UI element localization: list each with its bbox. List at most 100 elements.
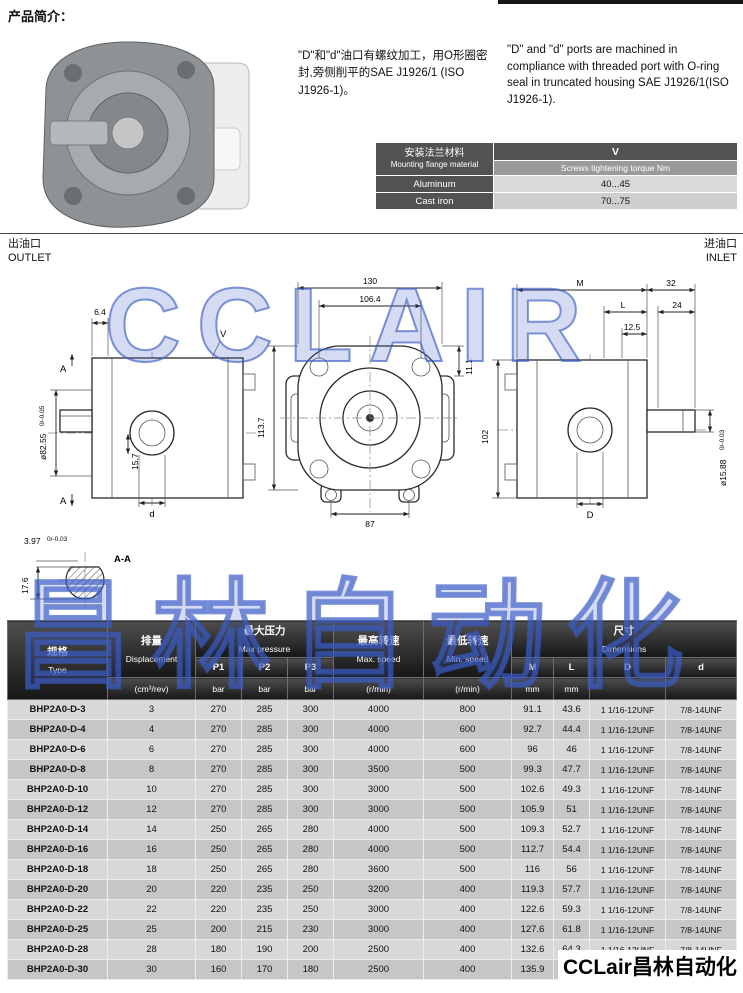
dim-130-label: 130 [363, 276, 377, 286]
shaft-section-hatched [65, 566, 105, 600]
table-cell: 300 [287, 799, 334, 820]
table-cell: 1 1/16-12UNF [589, 699, 666, 720]
dim-m-label: M [576, 278, 583, 288]
table-cell: 3000 [333, 919, 424, 940]
table-cell: 280 [287, 819, 334, 840]
dim-6-4-label: 6.4 [94, 307, 106, 317]
intro-text-cn: "D"和"d"油口有螺纹加工，用O形圈密封,旁侧削平的SAE J1926/1 (… [298, 50, 488, 97]
pump-shaft [49, 120, 109, 146]
table-cell: 160 [195, 959, 242, 980]
table-cell: 105.9 [511, 799, 554, 820]
dim-l-label: L [621, 300, 626, 310]
table-cell: BHP2A0-D-8 [7, 759, 108, 780]
table-cell: 500 [423, 759, 512, 780]
pump-photo [42, 41, 250, 228]
table-cell: 2500 [333, 939, 424, 960]
table-cell: 46 [553, 739, 590, 760]
table-cell: 250 [195, 819, 242, 840]
table-cell: 250 [195, 859, 242, 880]
dim-d-small-label: d [149, 509, 154, 520]
table-cell: 1 1/16-12UNF [589, 719, 666, 740]
table-cell: 235 [241, 899, 288, 920]
col-min-speed: 最低转速 Min. speed [423, 620, 512, 678]
table-cell: 170 [241, 959, 288, 980]
table-cell: 1 1/16-12UNF [589, 839, 666, 860]
table-cell: BHP2A0-D-3 [7, 699, 108, 720]
table-cell: 8 [107, 759, 196, 780]
col-l: L [553, 657, 590, 678]
table-cell: 7/8-14UNF [664, 919, 738, 940]
table-cell: 61.8 [553, 919, 590, 940]
table-cell: 122.6 [511, 899, 554, 920]
table-cell: 4 [107, 719, 196, 740]
table-cell: BHP2A0-D-4 [7, 719, 108, 740]
col-dimensions: 尺寸 Dimensions [510, 620, 738, 658]
flange-torque-label: Screws tightening torque Nm [493, 160, 738, 176]
unit-displacement: (cm³/rev) [107, 677, 196, 700]
col-dimensions-en: Dimensions [601, 644, 647, 654]
dia-15-88-label: ø15.88 [718, 459, 728, 486]
inlet-label-cn: 进油口 [704, 238, 737, 250]
right-view-drawing: M 32 L 24 12.5 102 ø15.8 [480, 278, 728, 521]
table-cell: BHP2A0-D-18 [7, 859, 108, 880]
table-cell: 30 [107, 959, 196, 980]
flange-material-en: Mounting flange material [390, 160, 479, 170]
table-cell: 400 [423, 959, 512, 980]
table-cell: 230 [287, 919, 334, 940]
col-dimensions-cn: 尺寸 [613, 625, 635, 637]
table-cell: 1 1/16-12UNF [589, 879, 666, 900]
table-cell: 1 1/16-12UNF [589, 859, 666, 880]
table-cell: 265 [241, 859, 288, 880]
col-d-small: d [664, 657, 738, 678]
col-min-speed-cn: 最低转速 [446, 635, 489, 647]
col-max-pressure: 最大压力 Max pressure [195, 620, 334, 658]
dim-3-97-label: 3.97 [24, 536, 41, 546]
col-max-pressure-en: Max pressure [238, 644, 291, 654]
dim-15-7-label: 15.7 [130, 453, 140, 470]
table-cell: 270 [195, 779, 242, 800]
table-cell: 7/8-14UNF [664, 739, 738, 760]
table-cell: 119.3 [511, 879, 554, 900]
table-cell: BHP2A0-D-25 [7, 919, 108, 940]
section-divider [0, 233, 743, 234]
table-cell: 16 [107, 839, 196, 860]
table-cell: 400 [423, 879, 512, 900]
section-a-top-label: A [60, 364, 67, 375]
table-cell: 4000 [333, 819, 424, 840]
table-cell: 3000 [333, 799, 424, 820]
table-cell: 4000 [333, 739, 424, 760]
table-cell: 6 [107, 739, 196, 760]
table-cell: 190 [241, 939, 288, 960]
table-cell: 3 [107, 699, 196, 720]
table-cell: 500 [423, 839, 512, 860]
table-cell: 7/8-14UNF [664, 839, 738, 860]
table-cell: 1 1/16-12UNF [589, 819, 666, 840]
dim-102-label: 102 [480, 430, 490, 444]
col-type: 规格 Type [7, 620, 108, 700]
table-cell: 270 [195, 759, 242, 780]
table-cell: 7/8-14UNF [664, 859, 738, 880]
dim-32-label: 32 [666, 278, 676, 288]
table-cell: 116 [511, 859, 554, 880]
table-cell: 102.6 [511, 779, 554, 800]
table-cell: 800 [423, 699, 512, 720]
section-a-a-drawing: 3.97 0/-0.03 17.6 A-A [20, 536, 131, 608]
table-cell: 270 [195, 719, 242, 740]
col-min-speed-en: Min. speed [446, 654, 489, 664]
table-cell: BHP2A0-D-22 [7, 899, 108, 920]
table-cell: 56 [553, 859, 590, 880]
table-cell: 500 [423, 859, 512, 880]
table-cell: 1 1/16-12UNF [589, 759, 666, 780]
table-cell: 18 [107, 859, 196, 880]
table-cell: 109.3 [511, 819, 554, 840]
table-cell: 7/8-14UNF [664, 779, 738, 800]
table-cell: 7/8-14UNF [664, 899, 738, 920]
table-cell: 3600 [333, 859, 424, 880]
table-cell: 44.4 [553, 719, 590, 740]
table-cell: 270 [195, 799, 242, 820]
table-cell: 220 [195, 899, 242, 920]
